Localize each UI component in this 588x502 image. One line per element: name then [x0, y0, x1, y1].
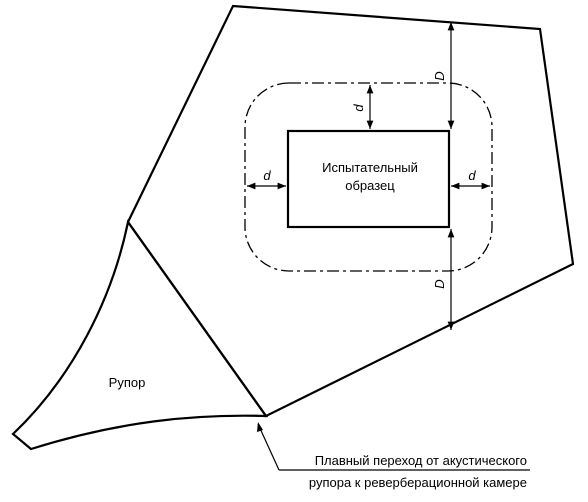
label-d-left: d [263, 168, 271, 183]
horn-outline [11, 219, 269, 451]
label-d-right: d [468, 168, 476, 183]
dashed-boundary [244, 82, 493, 272]
test-specimen [286, 129, 451, 229]
label-d-top: d [351, 104, 366, 112]
label-D-bottom: D [432, 279, 447, 288]
specimen-label-line1: Испытательный [322, 160, 418, 175]
transition-caption-line2: рупора к реверберационной камере [309, 475, 527, 490]
transition-leader-arrowhead [257, 422, 263, 432]
transition-leader-line [257, 423, 280, 471]
specimen-label-line2: образец [345, 178, 395, 193]
chamber-outline [126, 4, 575, 418]
horn-label: Рупор [109, 375, 146, 390]
label-D-top: D [432, 71, 447, 80]
transition-caption-line1: Плавный переход от акустического [315, 453, 527, 468]
